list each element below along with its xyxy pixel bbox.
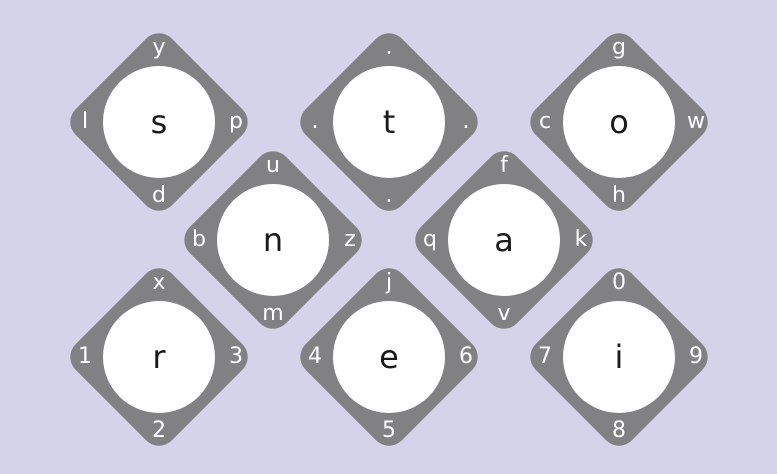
key-secondary-bottom[interactable]: 8: [612, 418, 626, 443]
key-secondary-bottom[interactable]: .: [385, 183, 393, 208]
key-secondary-right[interactable]: k: [574, 227, 588, 252]
key-primary-letter[interactable]: s: [103, 66, 215, 178]
key-secondary-top[interactable]: x: [152, 270, 166, 295]
key-secondary-right[interactable]: .: [462, 109, 470, 134]
key-secondary-right[interactable]: p: [229, 109, 243, 134]
key-secondary-right[interactable]: z: [344, 227, 356, 252]
key-secondary-left[interactable]: 4: [308, 344, 322, 369]
key-secondary-top[interactable]: j: [385, 270, 393, 295]
key-secondary-bottom[interactable]: 2: [152, 418, 166, 443]
key-secondary-top[interactable]: u: [266, 153, 280, 178]
key-i[interactable]: i 0 8 7 9: [522, 260, 716, 454]
key-secondary-bottom[interactable]: 5: [382, 418, 396, 443]
key-secondary-left[interactable]: l: [81, 109, 89, 134]
key-primary-letter[interactable]: o: [563, 66, 675, 178]
key-secondary-top[interactable]: .: [385, 35, 393, 60]
key-a[interactable]: a f v q k: [407, 143, 601, 337]
key-secondary-left[interactable]: c: [538, 109, 552, 134]
key-s[interactable]: s y d l p: [62, 25, 256, 219]
key-primary-letter[interactable]: e: [333, 301, 445, 413]
key-primary-letter[interactable]: a: [448, 184, 560, 296]
key-e[interactable]: e j 5 4 6: [292, 260, 486, 454]
key-secondary-top[interactable]: f: [500, 153, 508, 178]
key-secondary-right[interactable]: 6: [459, 344, 473, 369]
key-secondary-bottom[interactable]: v: [497, 301, 511, 326]
key-secondary-bottom[interactable]: h: [612, 183, 626, 208]
key-t[interactable]: t . . . .: [292, 25, 486, 219]
key-n[interactable]: n u m b z: [176, 143, 370, 337]
key-secondary-left[interactable]: 1: [78, 344, 92, 369]
key-secondary-bottom[interactable]: d: [152, 183, 166, 208]
key-r[interactable]: r x 2 1 3: [62, 260, 256, 454]
key-secondary-top[interactable]: 0: [612, 270, 626, 295]
key-secondary-left[interactable]: q: [423, 227, 437, 252]
key-secondary-right[interactable]: w: [687, 109, 705, 134]
key-o[interactable]: o g h c w: [522, 25, 716, 219]
key-secondary-left[interactable]: b: [192, 227, 206, 252]
key-secondary-top[interactable]: y: [152, 35, 166, 60]
key-secondary-left[interactable]: .: [311, 109, 319, 134]
key-secondary-right[interactable]: 3: [229, 344, 243, 369]
key-secondary-left[interactable]: 7: [538, 344, 552, 369]
key-secondary-top[interactable]: g: [612, 35, 626, 60]
key-primary-letter[interactable]: r: [103, 301, 215, 413]
key-secondary-bottom[interactable]: m: [262, 301, 284, 326]
key-secondary-right[interactable]: 9: [689, 344, 703, 369]
key-primary-letter[interactable]: i: [563, 301, 675, 413]
key-primary-letter[interactable]: n: [217, 184, 329, 296]
key-primary-letter[interactable]: t: [333, 66, 445, 178]
